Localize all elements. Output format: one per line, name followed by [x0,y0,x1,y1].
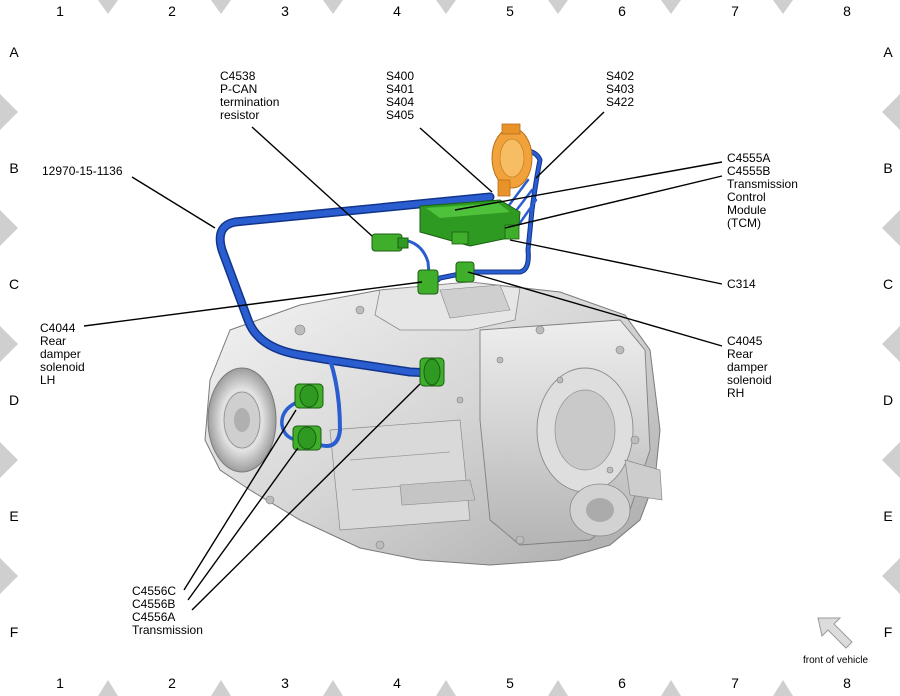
grid-col-7-bottom: 7 [731,675,739,691]
grid-row-d-right: D [882,392,894,408]
grid-row-a-left: A [9,44,19,60]
grid-row-e-right: E [883,508,893,524]
grid-col-6-top: 6 [618,3,626,19]
grid-col-3-bottom: 3 [281,675,289,691]
tcm-module [419,199,521,247]
callout-part-number: 12970-15-1136 [42,164,123,178]
grid-row-c-left: C [8,276,20,292]
grid-row-a-right: A [883,44,893,60]
green-connectors [292,233,475,451]
grid-row-f-left: F [9,624,19,640]
grid-col-1-top: 1 [56,3,64,19]
grid-col-8-top: 8 [843,3,851,19]
transmission-illustration [204,281,663,566]
grid-col-3-top: 3 [281,3,289,19]
grid-col-4-top: 4 [393,3,401,19]
grid-col-7-top: 7 [731,3,739,19]
callout-s400: S400 S401 S404 S405 [386,69,415,122]
grid-col-5-bottom: 5 [506,675,514,691]
orange-connector-component [491,123,533,197]
grid-row-f-right: F [883,624,893,640]
grid-col-5-top: 5 [506,3,514,19]
callout-c314: C314 [727,277,756,291]
front-of-vehicle-label: front of vehicle [803,655,869,666]
callout-s402: S402 S403 S422 [606,69,635,109]
grid-row-d-left: D [8,392,20,408]
callout-c4538: C4538 P-CAN termination resistor [220,69,280,122]
grid-col-1-bottom: 1 [56,675,64,691]
grid-row-e-left: E [9,508,19,524]
grid-col-6-bottom: 6 [618,675,626,691]
grid-col-4-bottom: 4 [393,675,401,691]
leader-lines [83,111,723,611]
grid-col-8-bottom: 8 [843,675,851,691]
callout-c4556: C4556C C4556B C4556A Transmission [132,584,203,637]
callout-c4044: C4044 Rear damper solenoid LH [40,321,85,387]
grid-col-2-bottom: 2 [168,675,176,691]
grid-col-2-top: 2 [168,3,176,19]
callout-c4045: C4045 Rear damper solenoid RH [727,334,772,400]
front-arrow-icon [817,617,853,649]
callout-tcm: C4555A C4555B Transmission Control Modul… [727,151,798,230]
grid-row-b-left: B [9,160,19,176]
grid-row-b-right: B [883,160,893,176]
grid-row-c-right: C [882,276,894,292]
